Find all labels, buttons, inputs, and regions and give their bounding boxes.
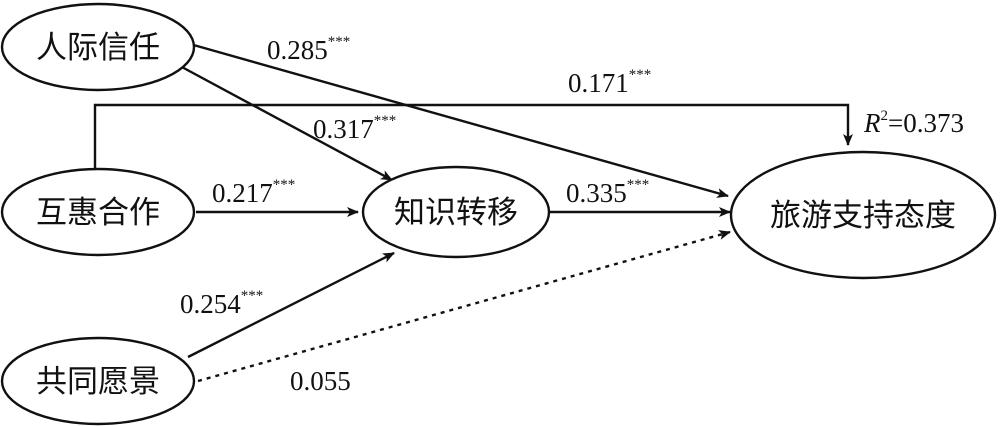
node-interpersonal-trust-label: 人际信任 bbox=[36, 30, 160, 66]
arrow-vision-to-transfer bbox=[187, 251, 395, 359]
arrow-vision-to-support bbox=[197, 230, 731, 383]
node-tourism-support-ellipse bbox=[729, 150, 997, 280]
coef-vision-to-transfer: 0.254*** bbox=[180, 288, 263, 319]
node-interpersonal-trust-ellipse bbox=[0, 2, 196, 92]
node-tourism-support: 旅游支持态度 bbox=[729, 150, 997, 280]
arrow-trust-to-support bbox=[189, 42, 729, 198]
node-reciprocal-cooperation-label: 互惠合作 bbox=[36, 195, 160, 231]
node-shared-vision: 共同愿景 bbox=[0, 336, 196, 426]
coef-coop-to-transfer: 0.217*** bbox=[212, 177, 295, 208]
node-tourism-support-label: 旅游支持态度 bbox=[770, 198, 956, 234]
node-reciprocal-cooperation-ellipse bbox=[0, 167, 196, 257]
node-interpersonal-trust: 人际信任 bbox=[0, 2, 196, 92]
coef-trust-to-transfer: 0.317*** bbox=[313, 113, 396, 144]
coef-coop-to-support: 0.171*** bbox=[568, 67, 651, 98]
node-knowledge-transfer: 知识转移 bbox=[361, 165, 551, 259]
r-squared-label: R2=0.373 bbox=[863, 108, 964, 138]
arrow-coop-to-support bbox=[93, 103, 853, 168]
node-reciprocal-cooperation: 互惠合作 bbox=[0, 167, 196, 257]
coef-transfer-to-support: 0.335*** bbox=[566, 177, 649, 208]
coef-vision-to-support: 0.055 bbox=[290, 366, 351, 396]
node-shared-vision-ellipse bbox=[0, 336, 196, 426]
node-shared-vision-label: 共同愿景 bbox=[36, 364, 160, 400]
coef-trust-to-support: 0.285*** bbox=[267, 34, 350, 65]
arrow-trust-to-transfer bbox=[179, 64, 393, 182]
node-knowledge-transfer-ellipse bbox=[361, 165, 551, 259]
node-knowledge-transfer-label: 知识转移 bbox=[394, 195, 518, 231]
